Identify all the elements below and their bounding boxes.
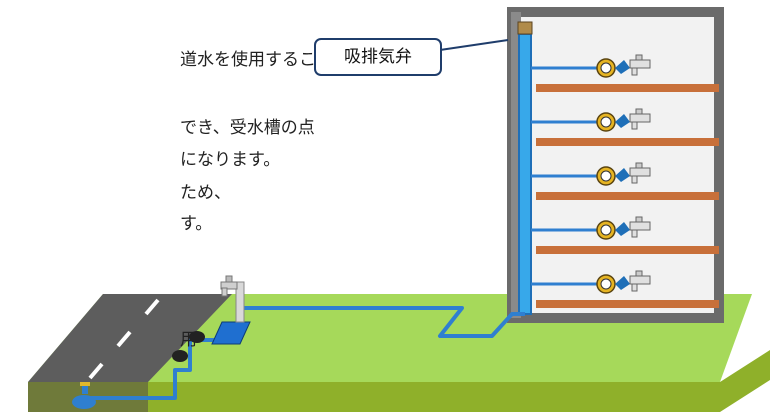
meter-pit-icon — [211, 321, 251, 345]
air-valve-callout: 吸排気弁 — [314, 38, 442, 76]
floor-fixtures — [531, 54, 651, 294]
floor-slab — [536, 138, 719, 146]
riser-pipe — [518, 33, 532, 315]
air-valve-icon — [517, 21, 533, 35]
road — [28, 294, 232, 382]
water-meter-icon — [596, 274, 616, 294]
floor-slab — [536, 192, 719, 200]
floor-slab — [536, 246, 719, 254]
valve-icon — [615, 114, 630, 128]
valve-icon — [615, 168, 630, 182]
valve-icon — [615, 222, 630, 236]
floor-slab — [536, 84, 719, 92]
description-line-1: 道水を使用するこ — [180, 50, 316, 70]
building-interior — [512, 17, 719, 316]
faucet-icon — [629, 216, 651, 238]
water-meter-icon — [596, 166, 616, 186]
water-meter-icon — [596, 220, 616, 240]
faucet-icon — [629, 270, 651, 292]
callout-pointer — [439, 39, 509, 51]
main-valve-icon — [72, 382, 96, 409]
meter-box-icon — [172, 350, 188, 362]
floor-slabs — [536, 84, 719, 308]
description-line-6: 用 — [180, 330, 197, 350]
description-line-4: ため、 — [180, 183, 231, 203]
water-meter-icon — [596, 58, 616, 78]
description-line-5: す。 — [180, 214, 213, 234]
water-meter-icon — [596, 112, 616, 132]
ground-side — [28, 350, 770, 412]
valve-icon — [615, 276, 630, 290]
description-line-3: になります。 — [180, 150, 281, 170]
outdoor-faucet-icon — [220, 275, 238, 297]
meter-box-icon — [189, 331, 205, 343]
description-line-2: でき、受水槽の点 — [180, 118, 315, 138]
faucet-icon — [629, 162, 651, 184]
valve-icon — [615, 60, 630, 74]
faucet-icon — [629, 54, 651, 76]
building-left-column — [511, 12, 521, 318]
outdoor-standpipe — [235, 281, 245, 323]
floor-slab — [536, 300, 719, 308]
faucet-icon — [629, 108, 651, 130]
road-dashes — [88, 298, 160, 380]
